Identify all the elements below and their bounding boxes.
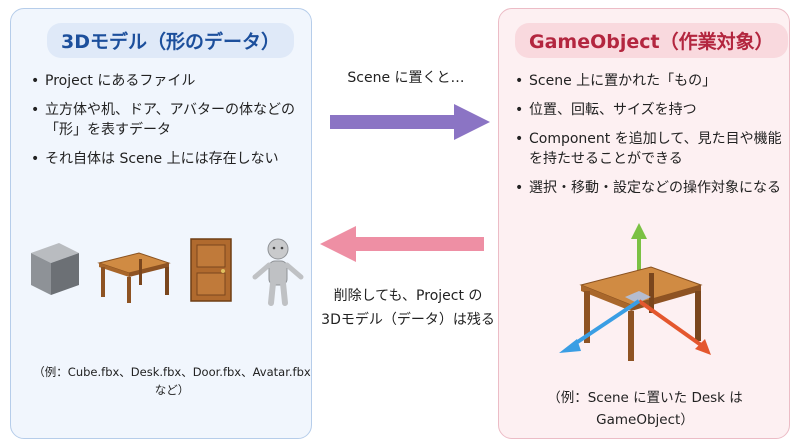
desk-icon	[97, 252, 171, 303]
gameobject-caption-line1: （例：Scene に置いた Desk は	[547, 390, 743, 406]
gameobject-panel: GameObject（作業対象） Scene 上に置かれた「もの」 位置、回転、…	[498, 8, 790, 439]
gameobject-example-caption: （例：Scene に置いた Desk は GameObject）	[509, 387, 781, 431]
avatar-icon	[252, 238, 304, 306]
gameobject-caption-line2: GameObject）	[596, 412, 694, 428]
gameobject-bullet-list: Scene 上に置かれた「もの」 位置、回転、サイズを持つ Component …	[513, 71, 785, 207]
forward-arrow-icon	[330, 104, 490, 140]
model-panel-title: 3Dモデル（形のデータ）	[47, 23, 294, 58]
model-bullet: それ自体は Scene 上には存在しない	[29, 149, 313, 169]
cube-icon	[31, 243, 79, 295]
gameobject-bullet: 位置、回転、サイズを持つ	[513, 100, 785, 120]
model-example-caption: （例：Cube.fbx、Desk.fbx、Door.fbx、Avatar.fbx…	[33, 365, 311, 397]
model-bullet-list: Project にあるファイル 立方体や机、ドア、アバターの体などの「形」を表す…	[29, 71, 313, 178]
backward-arrow-icon	[320, 226, 484, 262]
gameobject-bullet: 選択・移動・設定などの操作対象になる	[513, 178, 785, 198]
door-icon	[190, 238, 232, 302]
model-bullet: 立方体や机、ドア、アバターの体などの「形」を表すデータ	[29, 100, 313, 140]
delete-note-line2: 3Dモデル（データ）は残る	[321, 312, 495, 328]
delete-note: 削除しても、Project の 3Dモデル（データ）は残る	[318, 284, 498, 332]
place-in-scene-label: Scene に置くと…	[347, 70, 465, 86]
model-panel: 3Dモデル（形のデータ） Project にあるファイル 立方体や机、ドア、アバ…	[10, 8, 312, 439]
gameobject-panel-title: GameObject（作業対象）	[515, 23, 788, 58]
gizmo-desk-icon	[559, 223, 711, 361]
delete-note-line1: 削除しても、Project の	[333, 288, 483, 304]
model-bullet: Project にあるファイル	[29, 71, 313, 91]
gameobject-bullet: Component を追加して、見た目や機能を持たせることができる	[513, 129, 785, 169]
gameobject-bullet: Scene 上に置かれた「もの」	[513, 71, 785, 91]
